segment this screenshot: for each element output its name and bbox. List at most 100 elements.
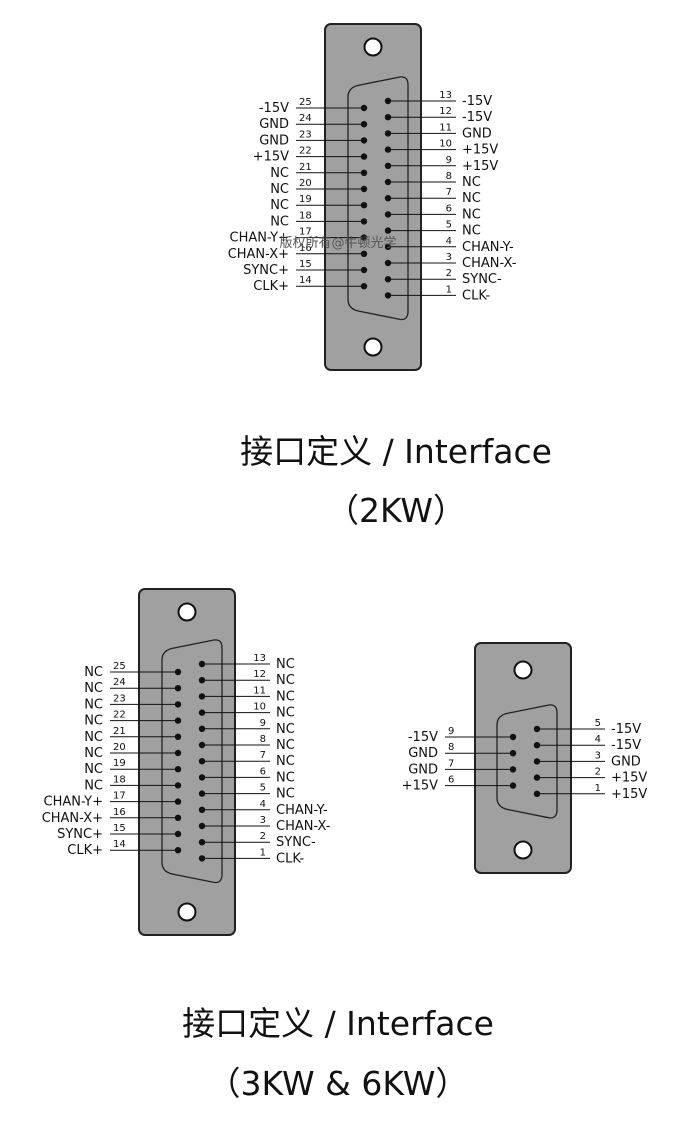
pin-contact — [198, 709, 206, 716]
pin-signal-label: GND — [462, 126, 492, 141]
pin-number: 2 — [260, 831, 266, 842]
pin-number: 3 — [595, 750, 601, 761]
pin-number: 4 — [446, 236, 452, 247]
pin-contact — [509, 733, 517, 741]
pin-number: 23 — [113, 693, 126, 704]
pin-number: 10 — [253, 702, 266, 713]
pin-contact — [360, 283, 368, 290]
pin-number: 10 — [439, 139, 452, 150]
pin-contact — [384, 146, 392, 153]
pin-signal-label: CLK+ — [253, 279, 289, 294]
pin-signal-label: NC — [276, 770, 295, 785]
pin-number: 7 — [260, 750, 266, 761]
pin-contact — [198, 741, 206, 749]
pin-number: 25 — [299, 97, 312, 108]
pin-number: 13 — [439, 90, 452, 101]
pin-contact — [174, 814, 182, 821]
pin-contact — [384, 276, 392, 283]
connector-shell — [496, 704, 558, 819]
pin-contact — [384, 195, 392, 202]
pin-number: 18 — [113, 774, 126, 785]
pin-contact — [360, 153, 368, 160]
pin-signal-label: NC — [276, 787, 295, 802]
pin-number: 8 — [446, 171, 452, 182]
pin-contact — [198, 725, 206, 732]
pin-number: 15 — [299, 259, 312, 270]
pin-contact — [384, 243, 392, 250]
mounting-hole-top — [513, 660, 533, 680]
pin-number: 16 — [299, 243, 312, 254]
pin-signal-label: NC — [276, 738, 295, 753]
pin-contact — [360, 266, 368, 274]
pin-signal-label: NC — [276, 706, 295, 721]
pin-signal-label: GND — [408, 746, 438, 761]
pin-signal-label: SYNC- — [462, 272, 502, 287]
pin-contact — [198, 660, 206, 668]
pin-contact — [360, 137, 368, 144]
pin-number: 1 — [260, 847, 266, 858]
pin-contact — [174, 717, 182, 724]
mounting-hole-top — [177, 602, 197, 622]
pin-contact — [509, 782, 517, 789]
pin-signal-label: NC — [276, 722, 295, 737]
pin-contact — [360, 202, 368, 209]
pin-signal-label: +15V — [462, 143, 498, 158]
caption-3kw-6kw-model: （3KW & 6KW） — [208, 1064, 469, 1103]
pin-signal-label: NC — [84, 762, 103, 777]
pin-signal-label: NC — [84, 730, 103, 745]
pin-signal-label: +15V — [611, 787, 647, 802]
pin-signal-label: CHAN-X- — [462, 256, 517, 271]
pin-number: 22 — [299, 146, 312, 157]
pin-contact — [533, 790, 541, 797]
pin-number: 4 — [260, 799, 266, 810]
pin-number: 8 — [260, 734, 266, 745]
pin-signal-label: NC — [276, 673, 295, 688]
pin-signal-label: +15V — [402, 779, 438, 794]
mounting-hole-top — [363, 37, 383, 57]
pin-number: 9 — [448, 726, 454, 737]
pin-signal-label: -15V — [611, 738, 641, 753]
pin-contact — [174, 685, 182, 692]
pin-contact — [174, 798, 182, 805]
pin-signal-label: NC — [270, 214, 289, 229]
mounting-hole-bottom — [177, 902, 197, 922]
pin-number: 12 — [253, 669, 266, 680]
pin-signal-label: GND — [259, 133, 289, 148]
pin-number: 22 — [113, 710, 126, 721]
pin-signal-label: SYNC+ — [57, 827, 103, 842]
caption-2kw-model: （2KW） — [326, 491, 466, 530]
pin-contact — [384, 259, 392, 267]
pin-contact — [198, 855, 206, 862]
pin-contact — [198, 758, 206, 765]
pin-number: 5 — [595, 718, 601, 729]
pin-contact — [174, 701, 182, 708]
pin-number: 8 — [448, 742, 454, 753]
pin-number: 6 — [446, 203, 452, 214]
pin-signal-label: -15V — [462, 94, 492, 109]
pin-contact — [384, 114, 392, 121]
pin-contact — [360, 169, 368, 176]
pin-contact — [509, 750, 517, 757]
pin-number: 5 — [446, 220, 452, 231]
pin-contact — [360, 234, 368, 241]
pin-signal-label: CHAN-Y- — [276, 803, 328, 818]
watermark-text: 版权所有@牛顿光学 — [279, 235, 396, 251]
pin-contact — [360, 121, 368, 128]
pin-number: 20 — [113, 742, 126, 753]
pin-contact — [533, 725, 541, 733]
pin-signal-label: CHAN-Y+ — [230, 231, 289, 246]
pin-number: 16 — [113, 807, 126, 818]
pin-number: 9 — [260, 718, 266, 729]
pin-contact — [360, 218, 368, 225]
pin-number: 20 — [299, 178, 312, 189]
pin-contact — [198, 839, 206, 846]
pin-number: 11 — [439, 122, 452, 133]
pin-signal-label: NC — [462, 175, 481, 190]
pin-signal-label: GND — [259, 117, 289, 132]
pin-signal-label: CHAN-X- — [276, 819, 331, 834]
pin-signal-label: CLK- — [276, 851, 304, 866]
pin-contact — [174, 733, 182, 740]
pin-signal-label: NC — [270, 182, 289, 197]
pin-number: 15 — [113, 823, 126, 834]
